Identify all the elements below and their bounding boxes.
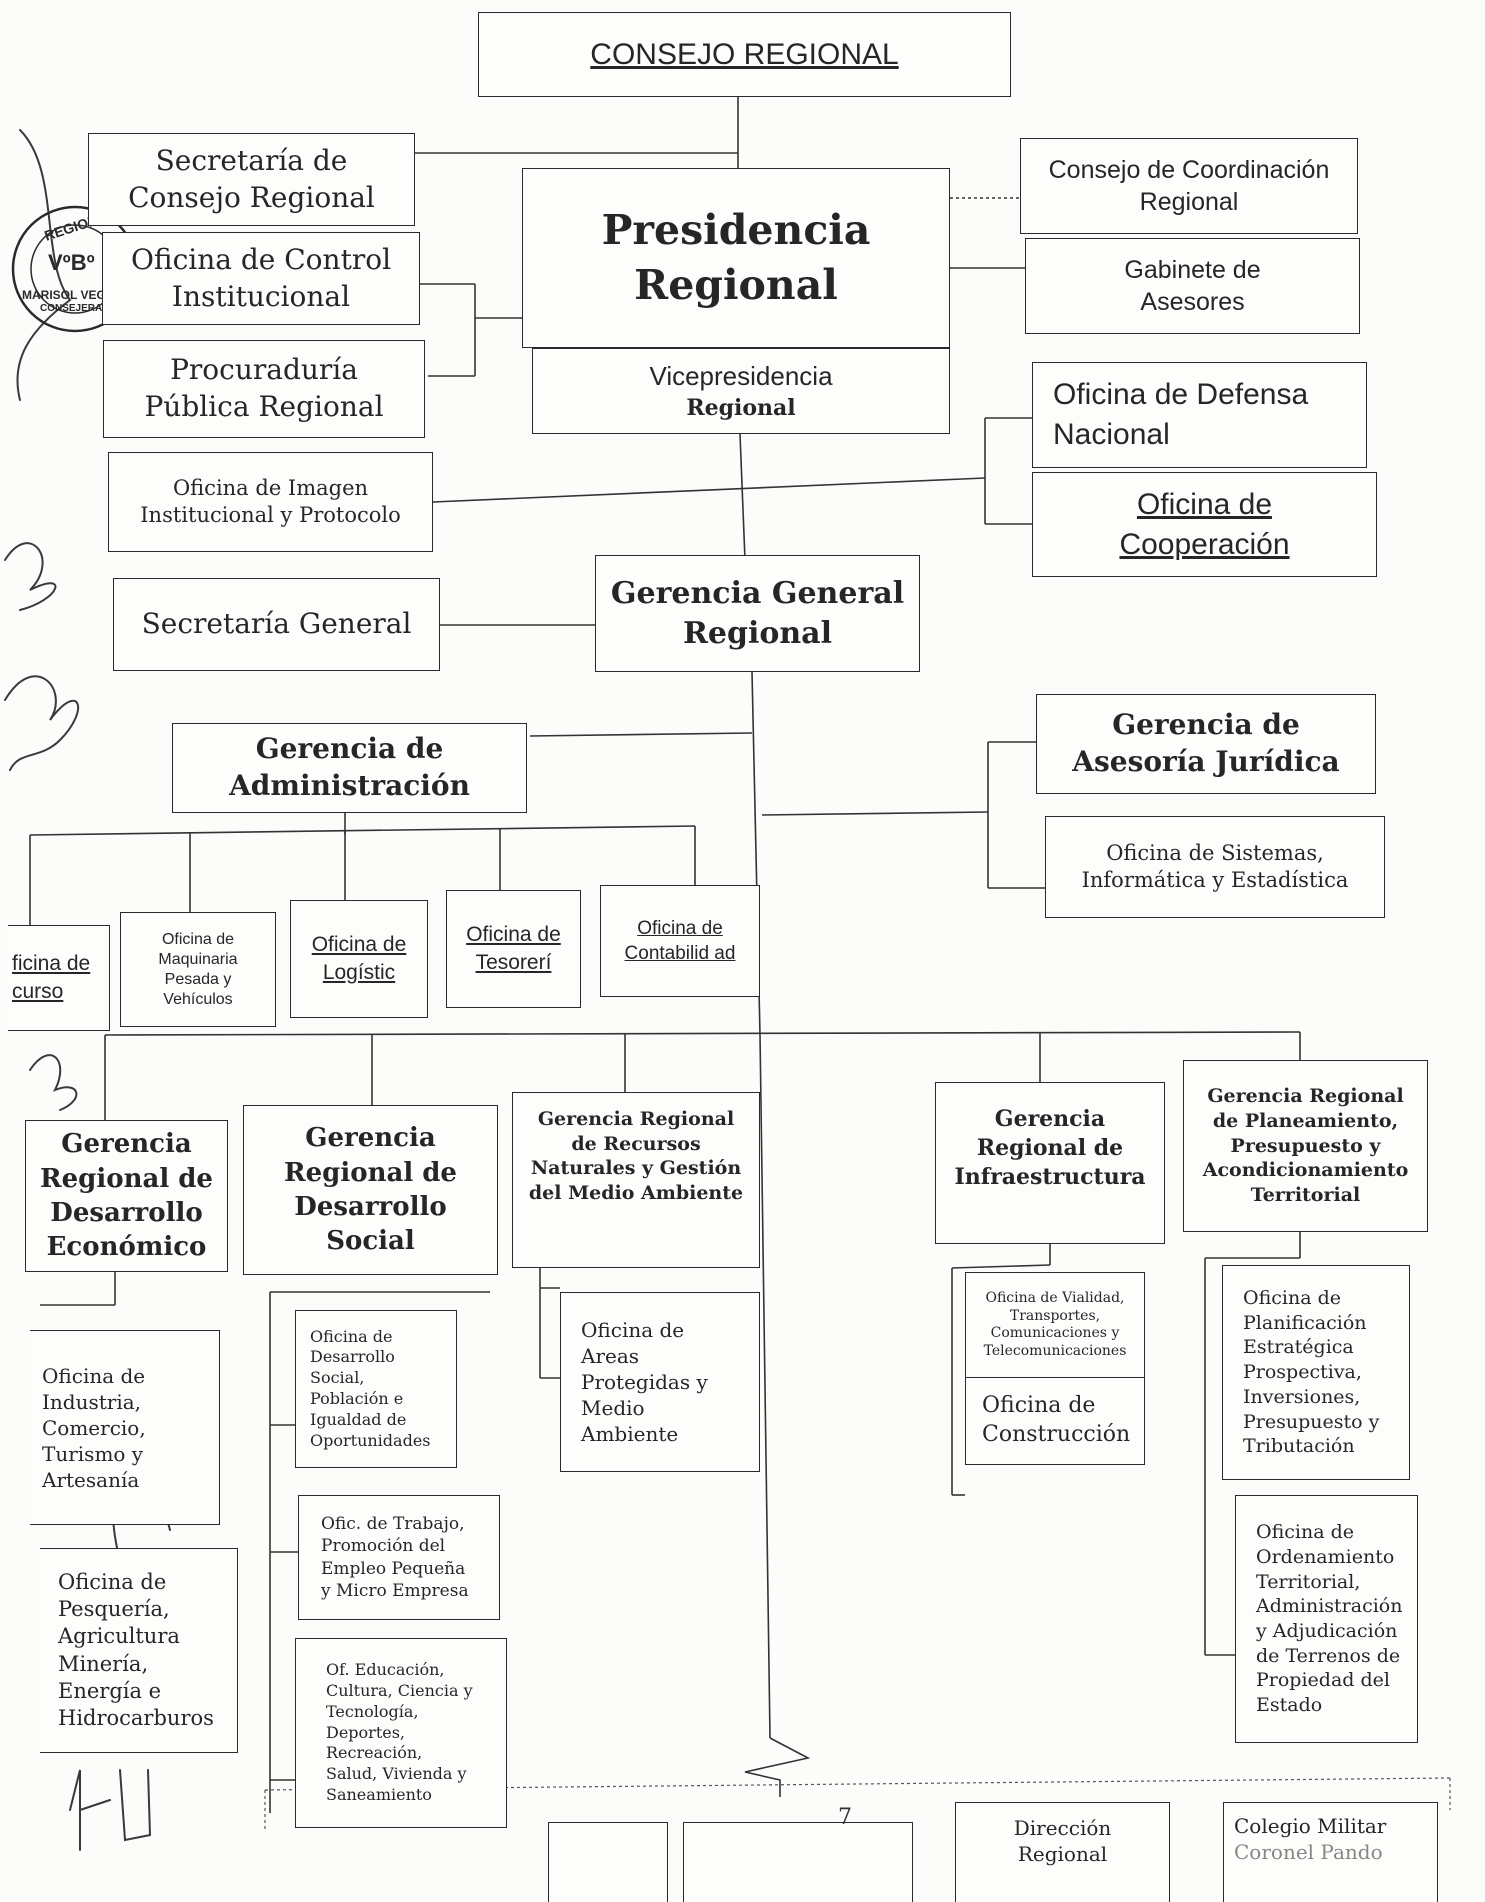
direccion-regional-box: Dirección Regional bbox=[955, 1802, 1170, 1902]
stamp-name: MARISOL VEGA bbox=[22, 288, 115, 302]
imagen-protocolo-box: Oficina de Imagen Institucional y Protoc… bbox=[108, 452, 433, 552]
colegio-militar-cut-label: Coronel Pando bbox=[1234, 1840, 1383, 1864]
oficina-industria-box: Oficina de Industria, Comercio, Turismo … bbox=[30, 1330, 220, 1525]
oficina-desarrollo-social-box: Oficina de Desarrollo Social, Población … bbox=[295, 1310, 457, 1468]
procuraduria-box: Procuraduría Pública Regional bbox=[103, 340, 425, 438]
gerencia-administracion-box: Gerencia de Administración bbox=[172, 723, 527, 813]
oficina-educacion-box: Of. Educación, Cultura, Ciencia y Tecnol… bbox=[295, 1638, 507, 1828]
stamp-vobo: VºBº bbox=[48, 250, 95, 275]
gerencia-desarrollo-social-box: Gerencia Regional de Desarrollo Social bbox=[243, 1105, 498, 1275]
page-number: 7 bbox=[838, 1805, 852, 1830]
consejo-regional-box: CONSEJO REGIONAL bbox=[478, 12, 1011, 97]
secretaria-consejo-box: Secretaría de Consejo Regional bbox=[88, 133, 415, 226]
oficina-tesoreria-box: Oficina de Tesorerí bbox=[446, 890, 581, 1008]
oficina-vialidad-box: Oficina de Vialidad, Transportes, Comuni… bbox=[965, 1272, 1145, 1377]
oficina-pesqueria-box: Oficina de Pesquería, Agricultura Minerí… bbox=[40, 1548, 238, 1753]
oficina-contabilidad-box: Oficina de Contabilid ad bbox=[600, 885, 760, 997]
gabinete-asesores-box: Gabinete de Asesores bbox=[1025, 238, 1360, 334]
cooperacion-box: Oficina de Cooperación bbox=[1032, 472, 1377, 577]
vicepresidencia-box: Vicepresidencia Regional bbox=[532, 348, 950, 434]
colegio-militar-box: Colegio Militar Coronel Pando bbox=[1223, 1802, 1438, 1902]
oficina-logistica-box: Oficina de Logístic bbox=[290, 900, 428, 1018]
colegio-militar-label: Colegio Militar bbox=[1234, 1814, 1387, 1838]
secretaria-general-box: Secretaría General bbox=[113, 578, 440, 671]
consejo-coordinacion-box: Consejo de Coordinación Regional bbox=[1020, 138, 1358, 234]
gerencia-infraestructura-box: Gerencia Regional de Infraestructura bbox=[935, 1082, 1165, 1244]
defensa-nacional-box: Oficina de Defensa Nacional bbox=[1032, 362, 1367, 468]
oficina-trabajo-box: Ofic. de Trabajo, Promoción del Empleo P… bbox=[298, 1495, 500, 1620]
vicepresidencia-line2: Regional bbox=[686, 394, 796, 421]
oficina-sistemas-box: Oficina de Sistemas, Informática y Estad… bbox=[1045, 816, 1385, 918]
gerencia-planeamiento-box: Gerencia Regional de Planeamiento, Presu… bbox=[1183, 1060, 1428, 1232]
gerencia-desarrollo-economico-box: Gerencia Regional de Desarrollo Económic… bbox=[25, 1120, 228, 1272]
bottom-box-b bbox=[683, 1822, 913, 1902]
presidencia-box: Presidencia Regional bbox=[522, 168, 950, 348]
bottom-box-a bbox=[548, 1822, 668, 1902]
oficina-areas-protegidas-box: Oficina de Areas Protegidas y Medio Ambi… bbox=[560, 1292, 760, 1472]
oficina-maquinaria-box: Oficina de Maquinaria Pesada y Vehículos bbox=[120, 912, 276, 1027]
gerencia-asesoria-box: Gerencia de Asesoría Jurídica bbox=[1036, 694, 1376, 794]
oficina-planificacion-box: Oficina de Planificación Estratégica Pro… bbox=[1222, 1265, 1410, 1480]
vicepresidencia-line1: Vicepresidencia bbox=[649, 360, 833, 391]
oficina-recursos-box: ficina de curso bbox=[8, 925, 110, 1031]
stamp-role: CONSEJERA bbox=[40, 303, 103, 314]
control-institucional-box: Oficina de Control Institucional bbox=[102, 232, 420, 325]
oficina-ordenamiento-box: Oficina de Ordenamiento Territorial, Adm… bbox=[1235, 1495, 1418, 1743]
gerencia-recursos-naturales-box: Gerencia Regional de Recursos Naturales … bbox=[512, 1092, 760, 1268]
oficina-construccion-box: Oficina de Construcción bbox=[965, 1377, 1145, 1465]
gerencia-general-box: Gerencia General Regional bbox=[595, 555, 920, 672]
